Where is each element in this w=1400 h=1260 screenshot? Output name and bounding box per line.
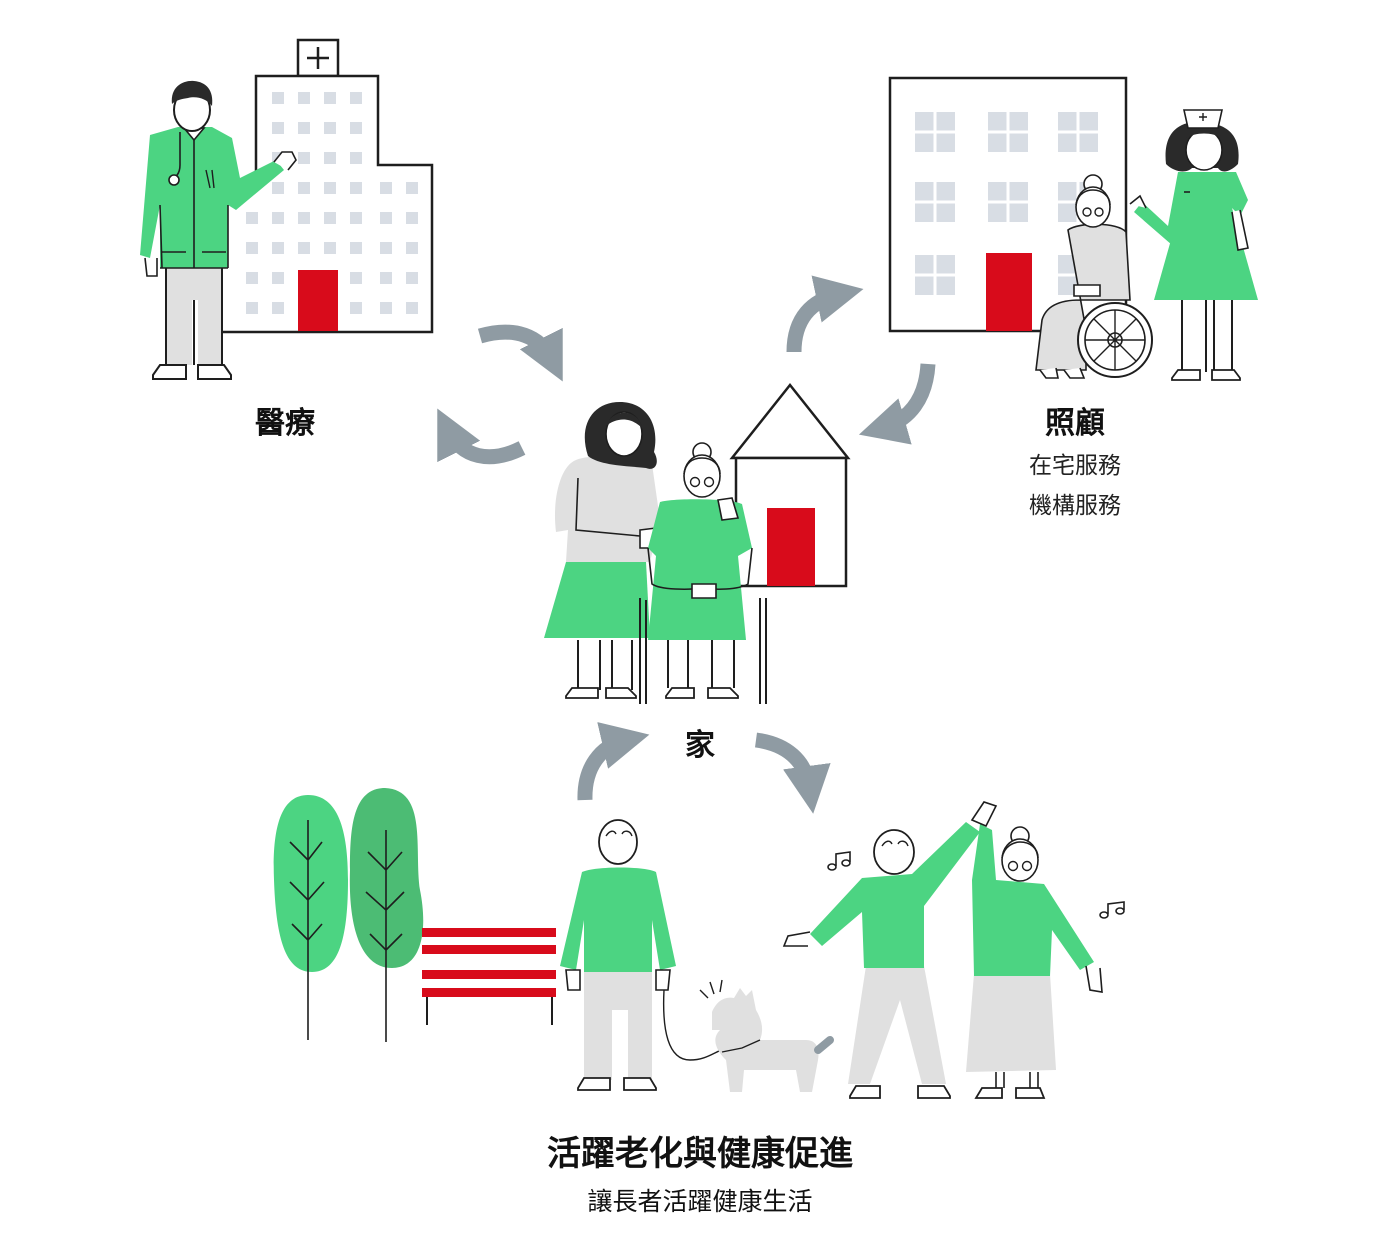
bench-icon — [422, 928, 556, 1025]
doctor-icon — [140, 80, 297, 380]
care-service-home: 在宅服務 — [1029, 453, 1121, 479]
dog-icon — [699, 979, 834, 1092]
dancing-couple-figure — [782, 801, 1103, 1099]
home-label: 家 — [685, 728, 715, 763]
nurse-icon — [1129, 109, 1258, 381]
active-aging-label: 活躍老化與健康促進 — [547, 1134, 853, 1174]
care-service-institution: 機構服務 — [1029, 493, 1121, 519]
trees-icon — [273, 788, 424, 1042]
caregiver-figure — [544, 402, 660, 699]
house-icon — [729, 382, 851, 588]
care-services-list: 在宅服務 機構服務 — [975, 446, 1175, 526]
seated-elder-figure — [639, 442, 767, 704]
medical-label: 醫療 — [255, 406, 315, 441]
elder-walker-figure — [560, 819, 729, 1091]
wheelchair-icon — [1035, 174, 1153, 379]
care-label: 照顧 — [1045, 406, 1105, 441]
music-note-icon — [827, 851, 1125, 919]
active-aging-subtitle: 讓長者活躍健康生活 — [587, 1187, 813, 1216]
cycle-arrow-icon — [437, 275, 936, 814]
